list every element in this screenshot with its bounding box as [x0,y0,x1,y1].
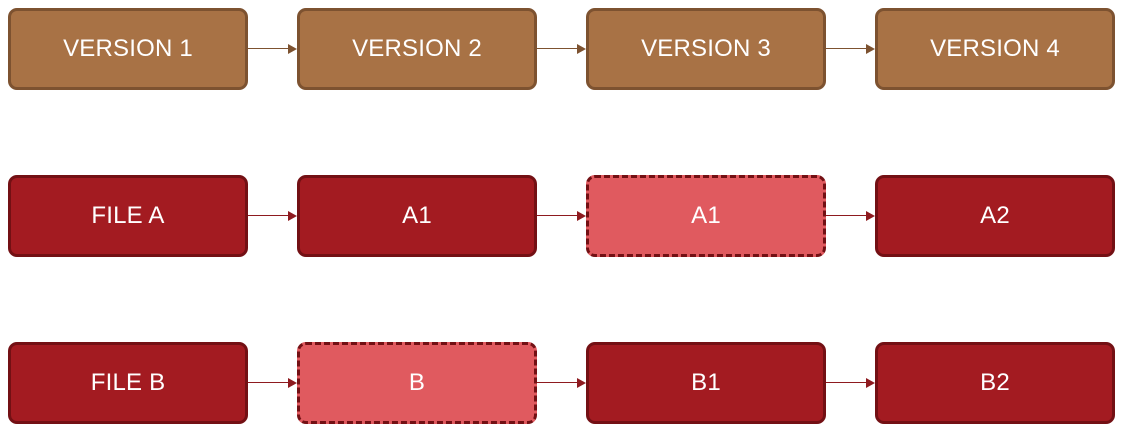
versions-row: VERSION 1 VERSION 2 VERSION 3 VERSION 4 [0,8,1124,90]
file-a-version-2-box: A1 [297,175,537,257]
file-b-version-4-box: B2 [875,342,1115,424]
file-a-version-4-box: A2 [875,175,1115,257]
file-b-row: FILE B B B1 B2 [0,342,1124,424]
file-b-arrow-2 [537,378,586,388]
file-b-arrow-1 [248,378,297,388]
version-2-box: VERSION 2 [297,8,537,90]
file-a-row: FILE A A1 A1 A2 [0,175,1124,257]
file-a-version-3-unchanged-box: A1 [586,175,826,257]
version-1-to-2-arrow [248,44,297,54]
file-b-label-box: FILE B [8,342,248,424]
version-4-box: VERSION 4 [875,8,1115,90]
file-b-version-3-box: B1 [586,342,826,424]
version-1-box: VERSION 1 [8,8,248,90]
file-a-arrow-3 [826,211,875,221]
file-b-version-2-unchanged-box: B [297,342,537,424]
file-b-arrow-3 [826,378,875,388]
version-3-to-4-arrow [826,44,875,54]
version-2-to-3-arrow [537,44,586,54]
file-a-label-box: FILE A [8,175,248,257]
version-3-box: VERSION 3 [586,8,826,90]
file-a-arrow-2 [537,211,586,221]
file-a-arrow-1 [248,211,297,221]
